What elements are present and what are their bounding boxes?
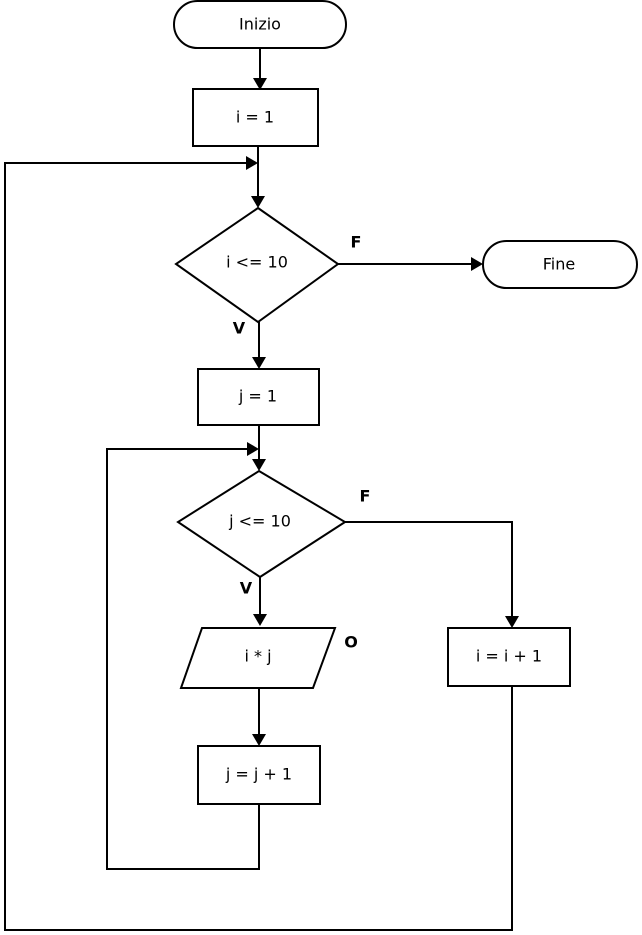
node-init-j-label: j = 1: [238, 387, 277, 406]
node-cond-j: j <= 10: [176, 469, 347, 579]
node-end-label: Fine: [543, 255, 575, 274]
node-output: i * j: [179, 627, 337, 689]
arrowhead: [247, 442, 259, 456]
arrowhead: [252, 459, 266, 471]
label-cond-i-true: V: [233, 319, 246, 338]
terminal-shape: [482, 240, 638, 289]
arrowhead: [251, 196, 265, 208]
io-shape: [179, 627, 337, 689]
arrowhead: [471, 257, 483, 271]
arrowhead: [252, 357, 266, 369]
node-cond-j-label: j <= 10: [228, 512, 291, 531]
edge-cond-j-false-to-inc-i: [345, 521, 513, 618]
node-cond-i: i <= 10: [174, 206, 340, 324]
process-shape: [197, 745, 321, 805]
node-end: Fine: [482, 240, 638, 289]
label-cond-j-false: F: [360, 487, 371, 506]
label-output-marker: O: [344, 633, 358, 652]
decision-shape: [176, 469, 347, 579]
process-shape: [192, 88, 319, 147]
decision-shape: [174, 206, 340, 324]
arrowhead: [253, 614, 267, 626]
process-shape: [197, 368, 320, 426]
node-inc-j-label: j = j + 1: [225, 765, 292, 784]
arrowhead: [505, 616, 519, 628]
arrowhead: [246, 156, 258, 170]
terminal-shape: [173, 0, 347, 49]
node-output-label: i * j: [244, 647, 271, 666]
process-shape: [447, 627, 571, 687]
node-init-i: i = 1: [192, 88, 319, 147]
label-cond-i-false: F: [351, 233, 362, 252]
node-init-j: j = 1: [197, 368, 320, 426]
node-start-label: Inizio: [239, 15, 281, 34]
node-inc-i: i = i + 1: [447, 627, 571, 687]
node-inc-i-label: i = i + 1: [476, 647, 542, 666]
node-inc-j: j = j + 1: [197, 745, 321, 805]
node-init-i-label: i = 1: [236, 108, 274, 127]
arrowhead: [253, 78, 267, 90]
edge-inner-loop-back: [106, 448, 260, 870]
node-cond-i-label: i <= 10: [226, 253, 288, 272]
edge-outer-loop-back: [4, 162, 513, 931]
edges: [4, 48, 519, 931]
arrowhead: [252, 734, 266, 746]
label-cond-j-true: V: [240, 579, 253, 598]
node-start: Inizio: [173, 0, 347, 49]
